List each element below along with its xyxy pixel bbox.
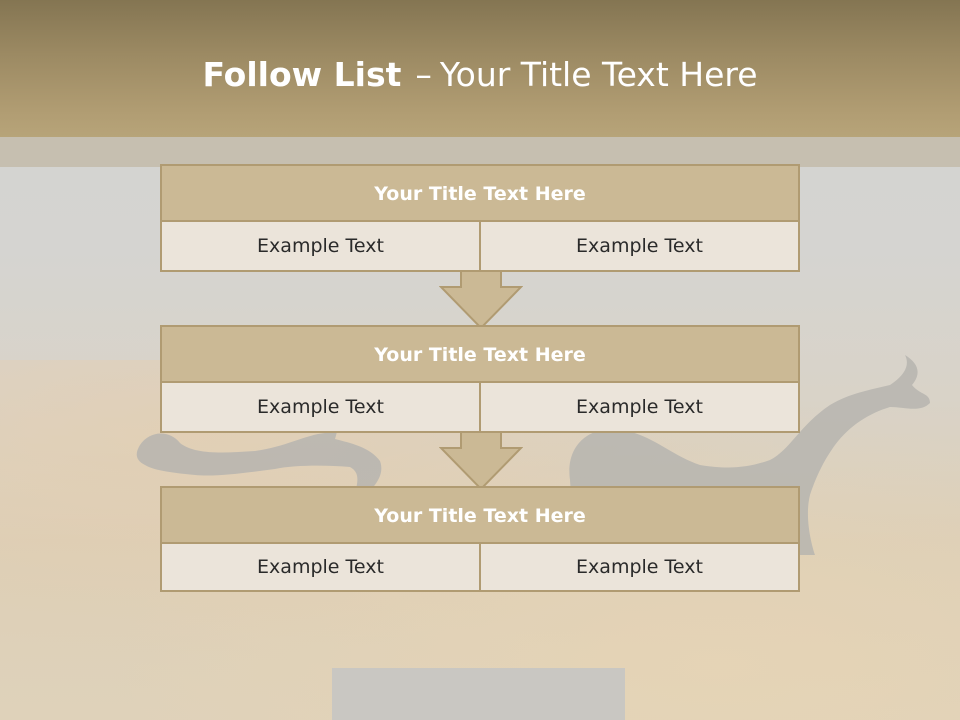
step-row-2: Example Text Example Text	[162, 383, 798, 431]
slide-title-rest: Your Title Text Here	[439, 55, 758, 94]
down-arrow-icon	[439, 432, 523, 491]
step-row-1: Example Text Example Text	[162, 222, 798, 270]
step-2-right-text: Example Text	[479, 383, 798, 431]
step-3-right-text: Example Text	[479, 544, 798, 590]
step-1-right-text: Example Text	[479, 222, 798, 270]
slide-title-dash: –	[415, 55, 432, 94]
step-title-3: Your Title Text Here	[162, 488, 798, 544]
step-box-1: Your Title Text Here Example Text Exampl…	[160, 164, 800, 272]
step-box-2: Your Title Text Here Example Text Exampl…	[160, 325, 800, 433]
step-1-left-text: Example Text	[162, 222, 479, 270]
bottom-block	[332, 668, 625, 720]
dancer-silhouette-right	[569, 355, 930, 555]
step-title-2: Your Title Text Here	[162, 327, 798, 383]
step-title-1: Your Title Text Here	[162, 166, 798, 222]
header-strip	[0, 137, 960, 167]
step-3-left-text: Example Text	[162, 544, 479, 590]
slide-title: Follow List–Your Title Text Here	[0, 52, 960, 98]
slide-title-bold: Follow List	[202, 55, 402, 94]
header-band	[0, 0, 960, 137]
step-2-left-text: Example Text	[162, 383, 479, 431]
step-row-3: Example Text Example Text	[162, 544, 798, 590]
dancer-silhouette-left	[136, 427, 382, 495]
down-arrow-icon	[439, 271, 523, 330]
step-box-3: Your Title Text Here Example Text Exampl…	[160, 486, 800, 592]
